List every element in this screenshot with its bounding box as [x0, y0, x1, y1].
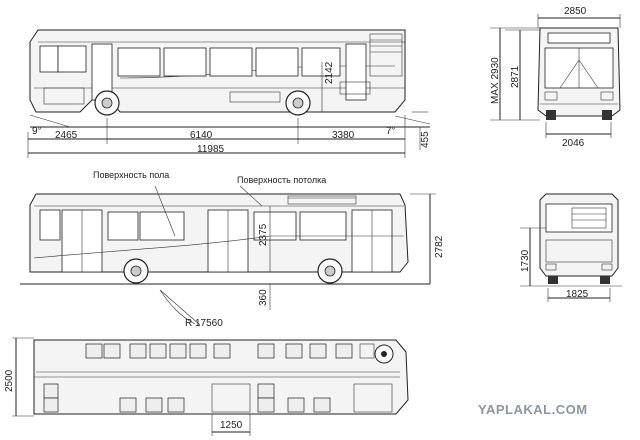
- inner-height-label: 2142: [324, 61, 335, 84]
- rear-view: [520, 193, 622, 302]
- body-height-label: 2871: [510, 65, 521, 88]
- rear-width-label: 1825: [566, 289, 589, 300]
- floor-height-label: 360: [258, 289, 269, 306]
- max-height-label: MAX 2930: [490, 57, 501, 104]
- overhang-front-label: 2465: [55, 130, 78, 141]
- height-dims: [490, 27, 540, 121]
- wheelbase-label: 6140: [190, 130, 213, 141]
- front-width-label: 2850: [564, 6, 587, 17]
- angle-rear-label: 7°: [386, 126, 396, 137]
- angle-front-label: 9°: [32, 126, 42, 137]
- side-view-bottom: [20, 185, 436, 326]
- interior-height-label: 2375: [258, 223, 269, 246]
- aisle-width-label: 1250: [220, 420, 243, 431]
- ceiling-surface-label: Поверхность потолка: [237, 175, 326, 185]
- track-label: 2046: [562, 138, 585, 149]
- plan-width-label: 2500: [4, 369, 15, 392]
- turning-radius-label: R 17560: [185, 318, 223, 329]
- length-label: 11985: [197, 144, 225, 155]
- floor-surface-label: Поверхность пола: [93, 170, 169, 180]
- side-view-top: [27, 29, 431, 158]
- front-view: [537, 14, 621, 138]
- rear-height-label: 1730: [520, 249, 531, 272]
- plan-view: [12, 337, 409, 436]
- watermark: YAPLAKAL.COM: [478, 402, 588, 417]
- total-height-label: 2782: [434, 235, 445, 258]
- overhang-rear-label: 3380: [332, 130, 355, 141]
- ground-clearance-label: 455: [420, 131, 431, 148]
